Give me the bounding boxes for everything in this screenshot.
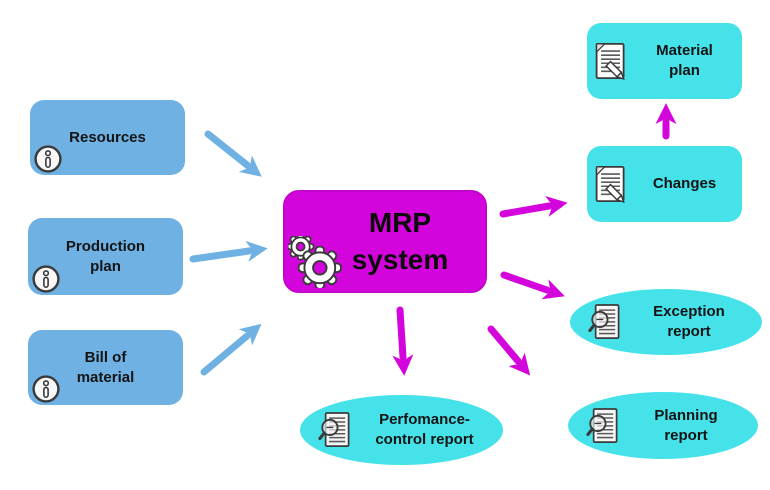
report-magnifier-icon <box>586 407 618 443</box>
report-magnifier-icon <box>588 304 620 339</box>
pencil <box>605 60 625 81</box>
node-material-plan-label: Material plan <box>656 42 713 79</box>
node-mrp-system-label: MRP system <box>351 207 449 275</box>
node-production-plan-label: Production plan <box>65 237 146 275</box>
arrow-mrp-to-planning-report <box>487 325 531 376</box>
arrow-production-plan-to-mrp <box>189 240 268 263</box>
node-production-plan: Production plan <box>28 218 183 295</box>
arrow-resources-to-mrp <box>204 130 262 177</box>
node-planning-report: Planning report <box>568 392 758 459</box>
node-resources-label: Resources <box>69 128 146 146</box>
large-gear <box>297 245 342 288</box>
node-resources: Resources <box>30 100 185 175</box>
note-pencil-icon <box>595 43 625 81</box>
arrow-mrp-to-performance-report <box>392 306 414 376</box>
node-changes: Changes <box>587 146 742 222</box>
node-exception-report: Exception report <box>570 289 762 355</box>
node-bill-of-material: Bill of material <box>28 330 183 405</box>
node-changes-label: Changes <box>652 175 717 193</box>
info-icon <box>34 145 62 173</box>
node-performance-control-report: Perfomance- control report <box>300 395 503 465</box>
report-magnifier-icon <box>318 412 350 447</box>
node-planning-report-label: Planning report <box>654 406 718 444</box>
node-performance-control-report-label: Perfomance- control report <box>375 411 474 448</box>
info-icon <box>32 375 60 403</box>
arrow-bill-of-material-to-mrp <box>200 323 262 376</box>
info-icon <box>32 265 60 293</box>
node-bill-of-material-label: Bill of material <box>76 348 135 386</box>
node-exception-report-label: Exception report <box>653 303 725 340</box>
arrow-mrp-to-exception-report <box>500 271 565 300</box>
note-pencil-icon <box>595 166 625 204</box>
pencil <box>605 183 625 204</box>
gears-icon <box>288 236 342 288</box>
node-mrp-system: MRP system <box>283 190 487 293</box>
arrow-mrp-to-changes <box>499 196 568 218</box>
node-material-plan: Material plan <box>587 23 742 99</box>
